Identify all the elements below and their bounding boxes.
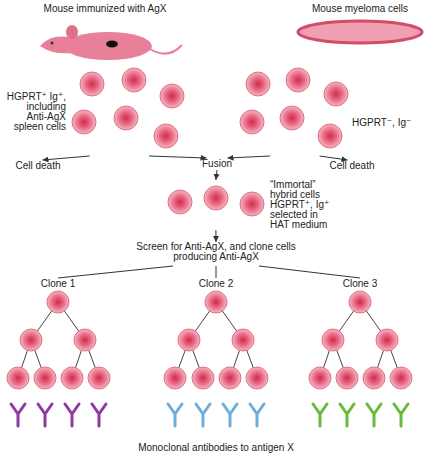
node-text: Clone 1 [41,278,75,290]
node-text: HGPRT⁺ Ig⁺, including Anti-AgX spleen ce… [4,92,66,132]
spleen-cell [122,68,146,92]
clone-cell [47,291,69,313]
antibody-symbol [168,404,182,426]
mouse-eye [51,42,54,45]
spleen-cell [114,106,138,130]
connector [149,156,206,158]
outcome-label: Cell death [329,160,374,172]
clone-cell [322,329,344,351]
antibody-symbol [367,404,381,426]
clone-cell [61,367,83,389]
antibody-symbol [196,404,210,426]
spleen-cell [154,124,178,148]
hybrid-cell [204,186,228,210]
antibody-symbol [11,404,25,426]
connector [216,266,217,278]
myeloma-cell [318,124,342,148]
node-text: Screen for Anti-AgX, and clone cells pro… [130,242,302,262]
myeloma-cell [240,110,264,134]
clone-cell [7,367,29,389]
clone-cell [363,367,385,389]
clone-cell [205,291,227,313]
myeloma-cell-cluster: HGPRT⁻, Ig⁻ [236,68,426,156]
myeloma-culture [298,21,422,43]
antibody-symbol [65,404,79,426]
node-text: Cell death [15,160,60,172]
antibody-symbol [340,404,354,426]
spleen-cell-cluster: HGPRT⁺ Ig⁺, including Anti-AgX spleen ce… [4,68,190,156]
antibody-symbol [38,404,52,426]
antibody-symbol [250,404,264,426]
clone-cell [178,329,200,351]
hybrid-cell-cluster: “Immortal” hybrid cells HGPRT⁺, Ig⁺ sele… [160,180,430,230]
node-text: Clone 3 [343,278,377,290]
mouse-tail [150,45,182,54]
clone-cell [219,367,241,389]
clone-label: Clone 3 [343,278,377,290]
myeloma-cell [286,68,310,92]
clone-cell [246,367,268,389]
mouse-head [40,37,74,54]
mouse-group: Mouse immunized with AgX [30,2,180,64]
node-text: “Immortal” hybrid cells HGPRT⁺, Ig⁺ sele… [270,180,334,230]
connector [58,266,173,278]
step-label: Screen for Anti-AgX, and clone cells pro… [130,242,302,266]
node-text: Clone 2 [199,278,233,290]
clone-cell [349,291,371,313]
clone-cell [309,367,331,389]
clone-label: Clone 2 [199,278,233,290]
myeloma-cell [324,82,348,106]
connector [228,156,271,158]
spleen-cell [80,72,104,96]
antibody-symbol [313,404,327,426]
antibody-symbol [223,404,237,426]
mouse-ear [66,25,78,39]
clone-cell [376,329,398,351]
clone-cell [20,329,42,351]
node-text: Cell death [329,160,374,172]
mouse-body [64,32,152,60]
node-text: HGPRT⁻, Ig⁻ [352,118,426,128]
clone-cell [192,367,214,389]
clone-cell [74,329,96,351]
myeloma-cell [280,106,304,130]
node-text: Fusion [202,158,232,170]
connector [43,156,90,160]
injection-spot [106,41,118,48]
myeloma-group: Mouse myeloma cells [290,2,430,50]
node-text: Mouse myeloma cells [290,4,430,14]
caption-label: Monoclonal antibodies to antigen X [0,442,432,454]
clone-cell [164,367,186,389]
connector [215,230,216,242]
antibody-symbol [92,404,106,426]
node-text: Mouse immunized with AgX [30,4,180,14]
hybrid-cell [168,190,192,214]
spleen-cell [72,110,96,134]
clone-cell [34,367,56,389]
clone-cell [336,367,358,389]
connector [216,170,217,180]
spleen-cell [160,84,184,108]
connector [320,156,348,160]
step-label: Fusion [202,158,232,170]
clone-label: Clone 1 [41,278,75,290]
clone-cell [390,367,412,389]
myeloma-cell [246,72,270,96]
clone-cell [232,329,254,351]
connector [259,266,360,278]
outcome-label: Cell death [15,160,60,172]
antibody-symbol [394,404,408,426]
hybrid-cell [240,192,264,216]
clone-cell [88,367,110,389]
